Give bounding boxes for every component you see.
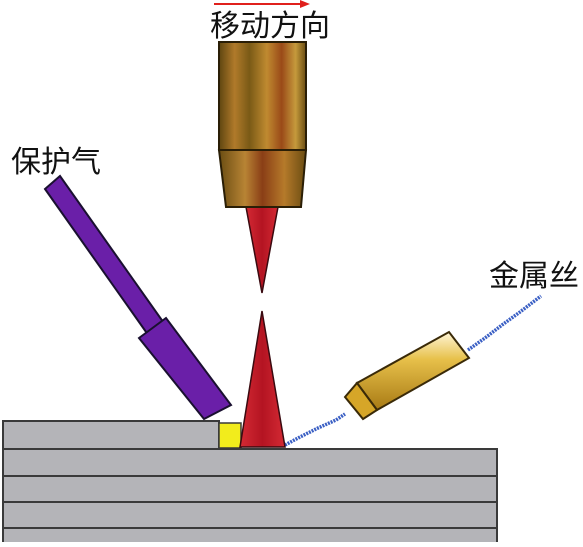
gas-nozzle-head [137, 316, 233, 421]
top-layer [2, 420, 220, 450]
label-shielding-gas: 保护气 [11, 145, 101, 180]
substrate-layer-4 [2, 527, 498, 545]
substrate-layer-1 [2, 448, 498, 477]
welding-arc-lower [239, 310, 286, 448]
gas-nozzle-tube [43, 174, 168, 341]
welding-torch [217, 41, 308, 208]
metal-wire [284, 412, 346, 447]
wire-feeder-tip [343, 381, 379, 421]
arrow-right-icon [214, 0, 310, 8]
welding-arc-upper [245, 206, 279, 294]
shielding-gas-nozzle [43, 174, 233, 421]
label-movement-direction: 移动方向 [210, 9, 330, 44]
label-metal-wire: 金属丝 [489, 259, 579, 294]
torch-body [218, 41, 307, 151]
torch-nozzle [217, 149, 308, 208]
metal-wire-upper [466, 294, 543, 352]
melt-pool [218, 422, 242, 449]
wire-feeder [343, 330, 471, 421]
substrate-layer-3 [2, 501, 498, 529]
substrate-layer-2 [2, 475, 498, 503]
deposited-layers [2, 420, 498, 545]
wire-feeder-body [355, 330, 471, 412]
